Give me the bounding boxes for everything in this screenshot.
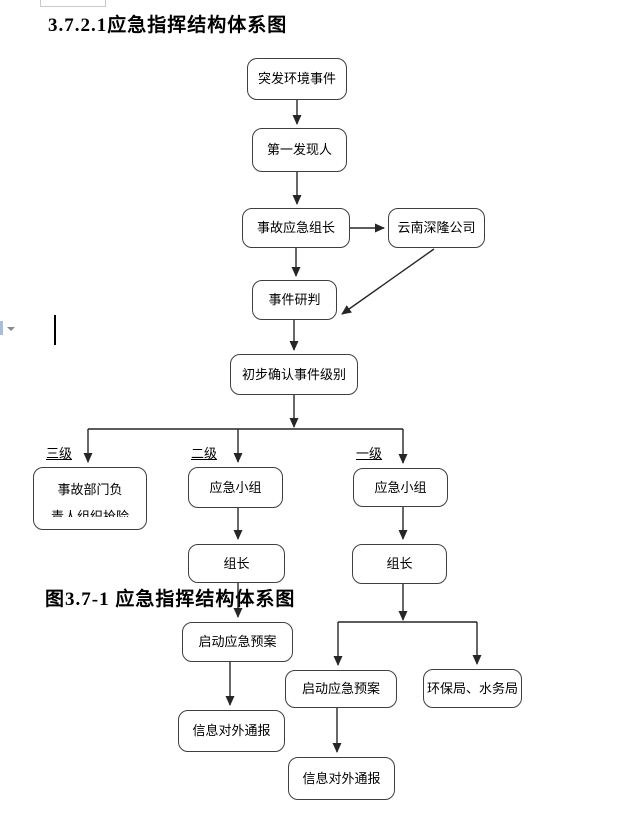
flow-node-activate-plan-level2: 启动应急预案 [182, 622, 293, 662]
flow-node-label: 事件研判 [268, 292, 321, 308]
flow-node-team-level2: 应急小组 [188, 467, 283, 508]
flow-node-company: 云南深隆公司 [388, 208, 485, 248]
flow-node-dept-head: 事故部门负 责人组织抢险 [33, 467, 147, 530]
flow-node-label: 启动应急预案 [198, 634, 277, 650]
text-cursor [54, 315, 56, 345]
flow-node-first-discoverer: 第一发现人 [252, 128, 347, 172]
flow-node-label: 第一发现人 [266, 142, 332, 158]
flow-node-leader-level2: 组长 [188, 544, 285, 583]
flow-node-bureaus: 环保局、水务局 [423, 669, 522, 708]
flow-node-label: 云南深隆公司 [397, 220, 476, 236]
flow-node-label: 信息对外通报 [302, 770, 381, 786]
flow-node-label: 信息对外通报 [192, 723, 271, 739]
flow-node-start: 突发环境事件 [247, 58, 347, 100]
flow-node-emergency-leader: 事故应急组长 [242, 208, 350, 248]
flow-node-label-clipped: 责人组织抢险 [50, 509, 129, 517]
flow-node-report-level2: 信息对外通报 [178, 710, 285, 752]
flow-node-label: 组长 [386, 556, 413, 572]
flow-node-team-level1: 应急小组 [353, 468, 448, 507]
clipped-shape-artifact [40, 0, 106, 7]
flow-node-label: 事故应急组长 [256, 220, 335, 236]
flow-node-label: 事故部门负 [57, 482, 123, 497]
figure-caption: 图3.7-1 应急指挥结构体系图 [45, 589, 296, 610]
flow-node-label: 组长 [223, 555, 250, 571]
branch-label-level2: 二级 [191, 446, 218, 461]
clipped-text-area: 事故部门负 责人组织抢险 [35, 469, 145, 517]
branch-label-level1: 一级 [356, 446, 383, 461]
flow-node-incident-assessment: 事件研判 [252, 280, 337, 320]
flow-node-label: 启动应急预案 [301, 681, 380, 697]
flow-node-label: 环保局、水务局 [426, 680, 518, 696]
flow-node-label: 应急小组 [209, 479, 262, 495]
flow-node-label: 应急小组 [374, 479, 427, 495]
page-title: 3.7.2.1应急指挥结构体系图 [48, 15, 288, 36]
flow-node-leader-level1: 组长 [352, 544, 447, 584]
chevron-down-icon [7, 327, 15, 331]
flow-node-label: 初步确认事件级别 [241, 366, 346, 382]
flow-node-activate-plan-level1: 启动应急预案 [285, 670, 397, 708]
flow-node-confirm-level: 初步确认事件级别 [230, 354, 358, 395]
flow-node-label: 突发环境事件 [257, 71, 336, 87]
smart-tag-button[interactable] [0, 321, 3, 335]
flow-node-report-level1: 信息对外通报 [288, 757, 395, 800]
branch-label-level3: 三级 [46, 446, 73, 461]
